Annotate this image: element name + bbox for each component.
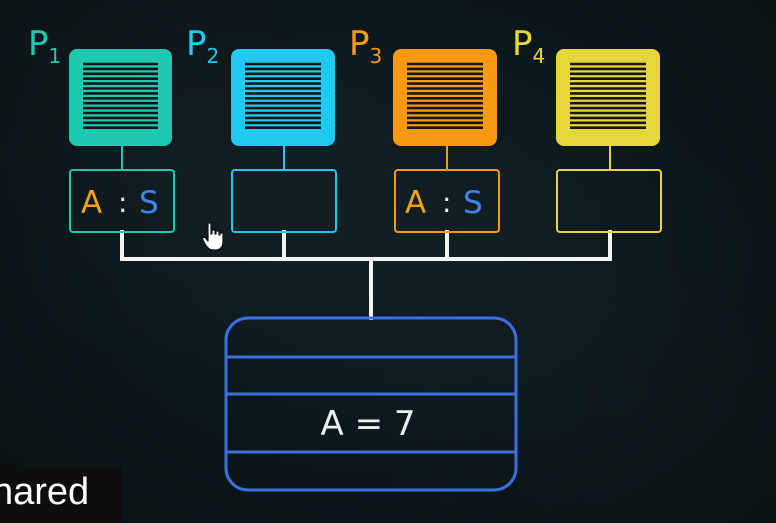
processor-p1: P1 A : S: [28, 24, 175, 233]
processor-p4-lines: [570, 62, 646, 129]
processor-p2: P2: [186, 24, 337, 233]
memory-block: [224, 316, 518, 492]
memory-value: A = 7: [321, 404, 416, 444]
processor-p4: P4: [512, 24, 662, 233]
shared-memory: A = 7: [224, 316, 518, 492]
cache-p1-sep: :: [118, 186, 127, 219]
processor-p1-lines: [83, 62, 158, 129]
cache-p3-sep: :: [442, 186, 451, 219]
hand-pointer-icon: [201, 222, 224, 251]
bus-lines: [120, 230, 612, 320]
cache-p3-var: A: [405, 185, 426, 221]
processor-p1-label: P1: [28, 24, 61, 68]
cache-p3-state: S: [463, 185, 483, 221]
processor-p2-label: P2: [186, 24, 219, 68]
cache-p1-var: A: [81, 185, 102, 221]
cache-p3: [394, 169, 500, 233]
processor-p4-label: P4: [512, 24, 545, 68]
cache-p4: [556, 169, 662, 233]
cache-p1: [69, 169, 175, 233]
processor-p3: P3 A : S: [349, 24, 500, 233]
processor-p3-label: P3: [349, 24, 382, 68]
cache-p2: [231, 169, 337, 233]
processor-p2-lines: [245, 62, 321, 129]
cache-p1-state: S: [139, 185, 159, 221]
processor-p3-lines: [407, 62, 483, 129]
caption-text: hared: [0, 466, 122, 523]
